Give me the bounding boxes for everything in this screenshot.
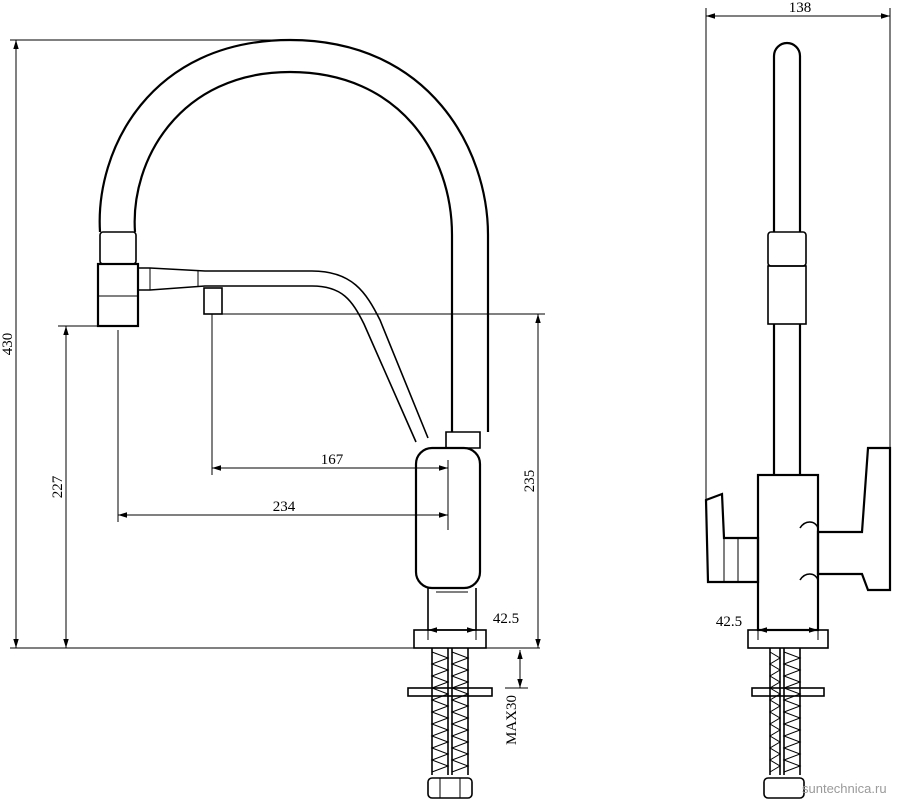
watermark: suntechnica.ru [802,781,887,796]
aux-outlet [203,287,223,315]
dimension-lines [10,8,891,689]
gooseneck-outer [98,38,490,432]
gooseneck-inner [133,70,454,432]
side-filter-handle [704,492,760,584]
side-body [756,473,820,632]
dim-42-5-front: 42.5 [493,611,519,627]
dim-227: 227 [50,475,66,498]
faucet-base [427,588,477,631]
side-lever [816,446,892,592]
front-view [96,38,493,799]
mounting-shanks [407,648,493,799]
braided-hose [450,651,470,773]
hose-collar [99,231,137,265]
spray-head [96,262,140,328]
braided-hose [782,651,802,773]
dim-138: 138 [789,0,812,16]
dim-430: 430 [0,333,16,356]
filter-water-arm [138,267,429,439]
dim-max30: MAX30 [504,695,520,745]
dim-42-5-side: 42.5 [716,614,742,630]
side-spout-tube [772,41,802,232]
lever-body [414,446,482,590]
dim-235: 235 [522,470,538,493]
braided-hose [769,651,781,773]
side-view [704,41,892,799]
dim-234: 234 [273,499,296,515]
dim-167: 167 [321,452,344,468]
braided-hose [430,651,450,773]
